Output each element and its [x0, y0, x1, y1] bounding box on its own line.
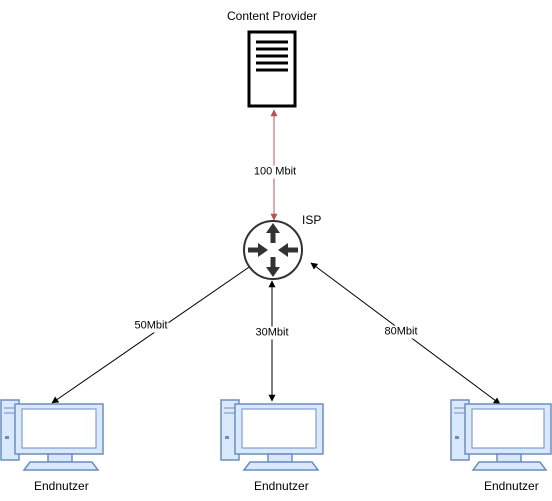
enduser-label: Endnutzer [254, 479, 309, 493]
edge-label-isp-enduser-3: 80Mbit [383, 325, 419, 339]
router-icon[interactable] [243, 220, 303, 280]
enduser-label: Endnutzer [484, 479, 539, 493]
desktop-computer-icon[interactable] [0, 399, 104, 471]
server-icon[interactable] [247, 30, 297, 108]
edge-label-isp-enduser-2: 30Mbit [254, 326, 290, 340]
isp-label: ISP [302, 213, 322, 227]
desktop-computer-icon[interactable] [220, 399, 324, 471]
edge-isp-enduser-1 [51, 262, 256, 404]
edge-label-isp-enduser-1: 50Mbit [133, 319, 169, 333]
desktop-computer-icon[interactable] [450, 399, 552, 471]
content-provider-label: Content Provider [227, 9, 318, 23]
edge-label-provider-isp: 100 Mbit [252, 165, 298, 179]
enduser-label: Endnutzer [34, 479, 89, 493]
